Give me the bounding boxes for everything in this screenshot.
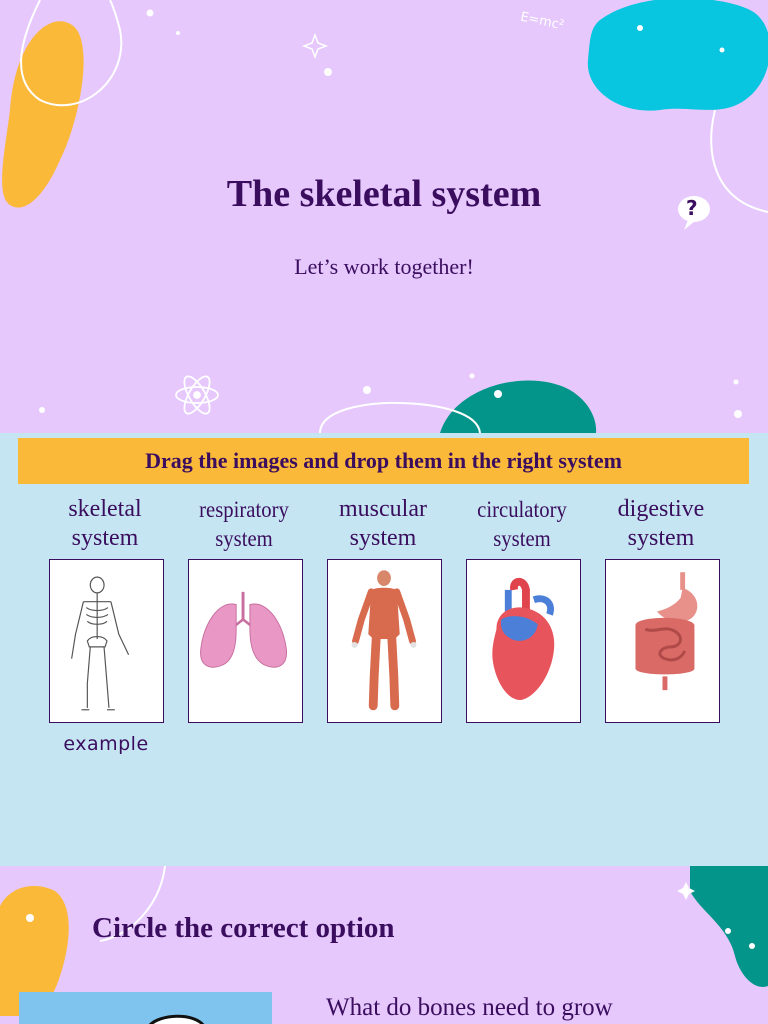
decorative-background-shapes [0, 866, 768, 1016]
quiz-heading: Circle the correct option [92, 912, 395, 944]
heart-icon[interactable] [467, 560, 580, 722]
system-column-respiratory: respiratory system [179, 495, 309, 723]
muscles-icon[interactable] [328, 560, 441, 722]
slide-title: The skeletal system [226, 173, 542, 215]
system-column-circulatory: circulatory system [457, 495, 587, 723]
drop-zone-muscular[interactable] [327, 559, 442, 723]
question-mark-doodle: ? [686, 196, 698, 220]
system-label-respiratory: respiratory system [199, 497, 289, 551]
quiz-question: What do bones need to grow [326, 994, 613, 1021]
lungs-icon[interactable] [189, 560, 302, 722]
quiz-illustration [19, 992, 272, 1024]
drag-drop-slide: Drag the images and drop them in the rig… [0, 433, 768, 866]
system-column-skeletal: skeletal system [40, 495, 170, 723]
title-slide: E=mc² ? The skeletal system Let’s work t… [0, 0, 768, 433]
slide-subtitle: Let’s work together! [294, 254, 474, 279]
digestive-organs-icon[interactable] [606, 560, 719, 722]
drop-zone-skeletal[interactable] [49, 559, 164, 723]
example-caption: example [63, 733, 149, 755]
system-label-muscular: muscular system [339, 496, 427, 551]
system-label-circulatory: circulatory system [477, 497, 567, 551]
system-label-digestive: digestive system [617, 496, 705, 551]
system-column-digestive: digestive system [596, 495, 726, 723]
system-label-skeletal: skeletal system [68, 496, 142, 551]
drop-zone-respiratory[interactable] [188, 559, 303, 723]
drop-zone-digestive[interactable] [605, 559, 720, 723]
decorative-background-shapes [2, 0, 768, 433]
drop-zone-circulatory[interactable] [466, 559, 581, 723]
instruction-banner: Drag the images and drop them in the rig… [18, 438, 749, 484]
system-column-muscular: muscular system [318, 495, 448, 723]
cartoon-image [149, 1014, 205, 1024]
skeleton-icon[interactable] [50, 560, 163, 722]
quiz-slide: Circle the correct option What do bones … [0, 866, 768, 1024]
